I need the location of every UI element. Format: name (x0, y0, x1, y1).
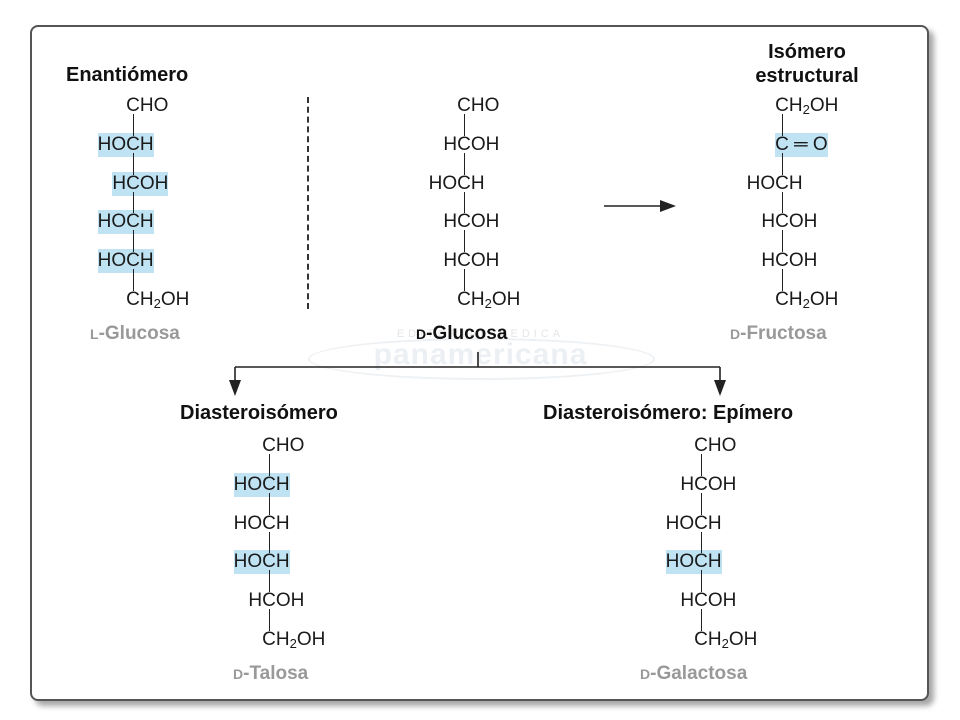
formula-row: HOCH (97, 210, 154, 235)
bond-line (133, 191, 134, 214)
carbon-group: CHO (126, 95, 169, 116)
publisher-watermark: EDITORIAL MEDICA panamericana (308, 328, 655, 382)
highlighted-group: HOCH (233, 550, 290, 575)
formula-row: HOCH (233, 550, 290, 575)
carbon-group: CH2OH (775, 95, 839, 117)
heading-enantiomer: Enantiómero (66, 64, 189, 86)
heading-diastereoisomer: Diasteroisómero (180, 402, 338, 424)
bond-line (701, 531, 702, 554)
formula-row: CHO (694, 434, 736, 458)
formula-row: HOCH (665, 550, 722, 575)
formula-row: HCOH (112, 171, 169, 196)
label-l-glucose: L-Glucosa (90, 323, 180, 344)
formula-row: CH2OH (126, 288, 189, 312)
bond-line (782, 230, 783, 253)
formula-row: CH2OH (775, 94, 838, 118)
formula-row: CH2OH (694, 628, 757, 652)
formula-row: CHO (262, 434, 304, 458)
highlighted-group: HOCH (97, 132, 154, 157)
formula-row: CH2OH (457, 288, 520, 312)
bond-line (701, 492, 702, 515)
bond-line (782, 191, 783, 214)
formula-row: HCOH (443, 210, 499, 234)
bond-line (782, 269, 783, 291)
highlighted-group: HOCH (665, 550, 722, 575)
bond-line (464, 230, 465, 253)
formula-row: HCOH (443, 133, 499, 157)
mirror-plane-dashed-line (307, 97, 309, 309)
formula-row: HOCH (97, 132, 154, 157)
carbon-group: HCOH (680, 473, 737, 495)
carbon-group: HOCH (665, 512, 722, 534)
label-d-talose: D-Talosa (233, 663, 309, 684)
formula-row: HOCH (234, 512, 290, 536)
heading-structural-isomer: Isómero estructural (755, 41, 859, 87)
carbon-group: CHO (694, 435, 737, 456)
formula-row: HCOH (761, 249, 817, 273)
carbon-group: HCOH (761, 211, 818, 233)
label-d-glucose: D-Glucosa (416, 323, 508, 344)
right-arrow-icon (604, 200, 676, 212)
bond-line (701, 609, 702, 631)
bond-line (464, 152, 465, 175)
carbon-group: CH2OH (694, 629, 758, 651)
label-d-fructose: D-Fructosa (730, 323, 827, 344)
carbon-group: HOCH (428, 172, 485, 194)
highlighted-group: HCOH (112, 171, 169, 196)
formula-row: HCOH (443, 249, 499, 273)
formula-row: HOCH (97, 249, 154, 274)
highlighted-group: HOCH (97, 249, 154, 274)
bond-line (701, 570, 702, 593)
carbon-group: HCOH (443, 133, 500, 155)
formula-row: CHO (126, 94, 168, 118)
carbon-group: CH2OH (262, 629, 326, 651)
bond-line (701, 454, 702, 476)
formula-row: HCOH (761, 210, 817, 234)
carbon-group: HOCH (233, 512, 290, 534)
formula-row: HOCH (429, 172, 485, 196)
formula-row: HOCH (747, 172, 803, 196)
carbon-group: HCOH (761, 250, 818, 272)
bond-line (782, 114, 783, 136)
bond-line (133, 230, 134, 253)
heading-epimer: Diasteroisómero: Epímero (543, 402, 794, 424)
carbon-group: CH2OH (775, 289, 839, 311)
bond-line (269, 531, 270, 554)
bond-line (464, 269, 465, 291)
formula-row: HOCH (666, 512, 722, 536)
highlighted-group: C ═ O (775, 132, 828, 157)
highlighted-group: HOCH (233, 472, 290, 497)
carbon-group: CH2OH (126, 289, 190, 311)
carbon-group: HCOH (443, 211, 500, 233)
carbon-group: HCOH (443, 250, 500, 272)
bond-line (133, 114, 134, 136)
bond-line (269, 609, 270, 631)
bond-line (133, 152, 134, 175)
carbon-group: HCOH (248, 590, 305, 612)
formula-row: C ═ O (775, 132, 828, 157)
formula-row: HCOH (680, 589, 736, 613)
bond-line (269, 492, 270, 515)
highlighted-group: HOCH (97, 210, 154, 235)
formula-row: HCOH (248, 589, 304, 613)
formula-row: CH2OH (262, 628, 325, 652)
bond-line (133, 269, 134, 291)
carbon-group: HOCH (746, 172, 803, 194)
carbon-group: HCOH (680, 590, 737, 612)
carbon-group: CHO (457, 95, 500, 116)
formula-row: CH2OH (775, 288, 838, 312)
label-d-galactose: D-Galactosa (640, 663, 748, 684)
carbon-group: CHO (262, 435, 305, 456)
bond-line (464, 191, 465, 214)
bond-line (269, 570, 270, 593)
bond-line (464, 114, 465, 136)
bond-line (269, 454, 270, 476)
formula-row: HOCH (233, 472, 290, 497)
formula-row: CHO (457, 94, 499, 118)
formula-row: HCOH (680, 473, 736, 497)
bond-line (782, 152, 783, 175)
carbon-group: CH2OH (457, 289, 521, 311)
